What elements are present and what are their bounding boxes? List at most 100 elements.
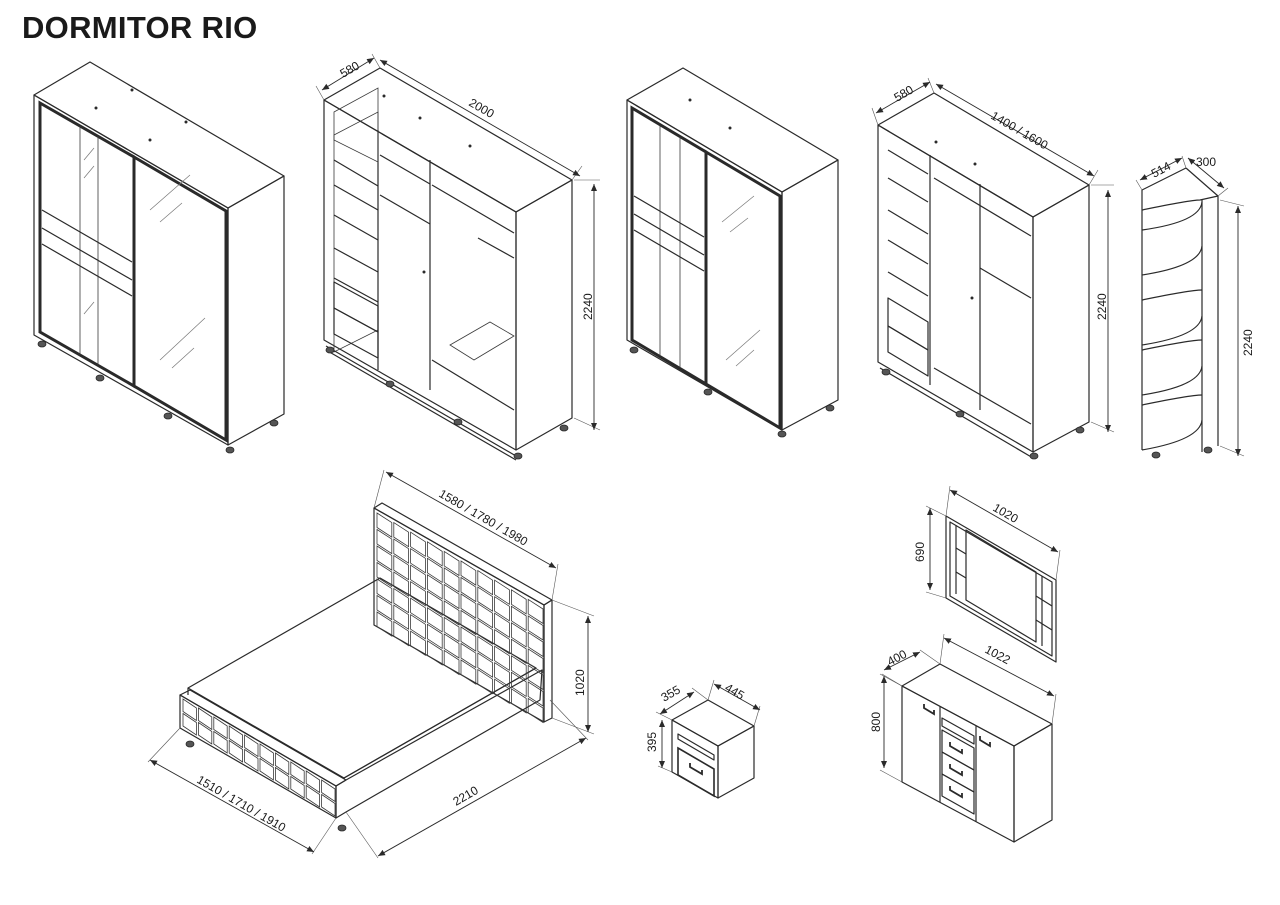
tuft-panel: [527, 631, 544, 658]
tuft-panel: [527, 615, 544, 641]
dim-nightstand-width: 445: [723, 680, 748, 702]
wardrobe-closed-small: [626, 67, 839, 438]
tuft-panel: [426, 640, 443, 666]
dim-corner-shelf-depth: 300: [1196, 155, 1216, 169]
tuft-panel: [443, 633, 460, 659]
tuft-panel: [274, 766, 290, 790]
tuft-panel: [510, 622, 527, 648]
tuft-panel: [410, 547, 426, 574]
tuft-panel: [460, 576, 477, 603]
footboard-tufting: [182, 698, 336, 817]
tuft-panel: [527, 648, 544, 674]
tuft-panel: [274, 752, 290, 776]
dim-bed-headboard-width: 1580 / 1780 / 1980: [437, 486, 531, 548]
tuft-panel: [460, 626, 477, 652]
tuft-panel: [410, 630, 426, 657]
tuft-panel: [228, 739, 244, 763]
dim-corner-shelf-width: 514: [1149, 159, 1174, 181]
tuft-panel: [477, 652, 494, 678]
corner-shelf: [1135, 155, 1245, 459]
tuft-panel: [244, 734, 259, 758]
dim-small-wardrobe-height: 2240: [1095, 293, 1109, 320]
tuft-panel: [477, 635, 494, 662]
tuft-panel: [305, 770, 321, 794]
tuft-panel: [494, 628, 510, 655]
tuft-panel: [494, 661, 510, 688]
dim-dresser-width: 1022: [983, 642, 1013, 667]
dim-bed-length: 2210: [451, 783, 481, 809]
tuft-panel: [259, 743, 274, 767]
tuft-panel: [527, 697, 544, 724]
bed: [179, 502, 553, 832]
dim-corner-shelf-height: 2240: [1241, 329, 1255, 356]
dim-bed-headboard-height: 1020: [573, 669, 587, 696]
tuft-panel: [393, 620, 410, 647]
tuft-panel: [510, 655, 527, 681]
tuft-panel: [527, 664, 544, 691]
tuft-panel: [426, 557, 443, 584]
tuft-panel: [393, 571, 410, 597]
tuft-panel: [321, 793, 336, 817]
tuft-panel: [213, 716, 228, 740]
tuft-panel: [410, 580, 426, 607]
tuft-panel: [494, 645, 510, 672]
tuft-panel: [213, 730, 228, 754]
tuft-panel: [460, 593, 477, 619]
tuft-panel: [393, 554, 410, 581]
tuft-panel: [290, 761, 305, 785]
tuft-panel: [443, 583, 460, 610]
tuft-panel: [393, 587, 410, 614]
tuft-panel: [443, 567, 460, 593]
tuft-panel: [426, 623, 443, 650]
tuft-panel: [197, 721, 213, 745]
tuft-panel: [510, 671, 527, 698]
tuft-panel: [477, 602, 494, 629]
tuft-panel: [443, 616, 460, 643]
tuft-panel: [510, 688, 527, 714]
tuft-panel: [376, 611, 393, 637]
tuft-panel: [443, 600, 460, 626]
nightstand: [655, 679, 761, 799]
tuft-panel: [527, 681, 544, 707]
tuft-panel: [477, 668, 494, 695]
dim-dresser-depth: 400: [885, 647, 910, 669]
dim-dresser-height: 800: [869, 712, 883, 732]
tuft-panel: [182, 698, 197, 722]
tuft-panel: [426, 607, 443, 633]
tuft-panel: [244, 748, 259, 772]
tuft-panel: [376, 578, 393, 604]
dim-mirror-height: 690: [913, 542, 927, 562]
tuft-panel: [477, 619, 494, 645]
wardrobe-open-small: [871, 77, 1115, 460]
tuft-panel: [460, 642, 477, 669]
dim-nightstand-height: 395: [645, 732, 659, 752]
tuft-panel: [410, 613, 426, 640]
page-title: DORMITOR RIO: [22, 10, 258, 45]
tuft-panel: [494, 595, 510, 622]
tuft-panel: [510, 605, 527, 632]
wardrobe-closed-large: [33, 61, 285, 454]
tuft-panel: [393, 604, 410, 630]
tuft-panel: [510, 589, 527, 615]
tuft-panel: [393, 538, 410, 564]
tuft-panel: [426, 590, 443, 617]
tuft-panel: [305, 784, 321, 808]
tuft-panel: [510, 638, 527, 665]
tuft-panel: [290, 775, 305, 799]
tuft-panel: [321, 779, 336, 803]
dim-large-wardrobe-height: 2240: [581, 293, 595, 320]
tuft-panel: [259, 757, 274, 781]
tuft-panel: [410, 597, 426, 624]
bed-dimensions: [147, 469, 595, 859]
tuft-panel: [197, 707, 213, 731]
dim-large-wardrobe-depth: 580: [338, 58, 363, 80]
tuft-panel: [443, 649, 460, 676]
tuft-panel: [228, 725, 244, 749]
tuft-panel: [460, 659, 477, 685]
tuft-panel: [477, 569, 494, 596]
tuft-panel: [426, 574, 443, 600]
tuft-panel: [494, 579, 510, 606]
tuft-panel: [376, 528, 393, 555]
wardrobe-open-large: [315, 53, 601, 461]
tuft-panel: [182, 712, 197, 736]
